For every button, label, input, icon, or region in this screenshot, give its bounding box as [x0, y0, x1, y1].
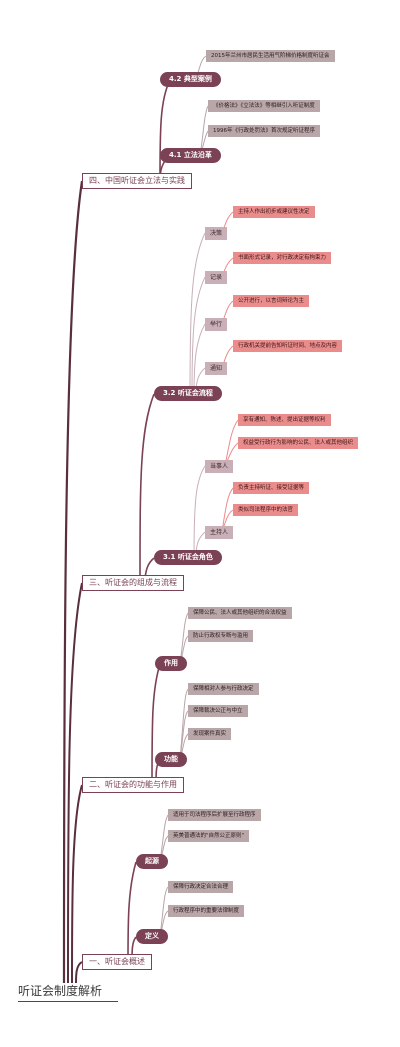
section-3[interactable]: 三、听证会的组成与流程: [82, 575, 184, 591]
leaf-fairness[interactable]: 保障裁决公正与中立: [188, 705, 248, 717]
sub-origin[interactable]: 起源: [136, 854, 168, 869]
link-s1-qiyuan: [127, 861, 137, 963]
cat-host[interactable]: 主持人: [205, 526, 234, 539]
leaf-natural-justice[interactable]: 英美普通法的"自然公正原则": [168, 830, 250, 842]
sub-4-2[interactable]: 4.2 典型案例: [160, 72, 221, 87]
leaf-host-duty[interactable]: 负责主持听证、接受证据等: [233, 482, 310, 494]
leaf-find-truth[interactable]: 发现案件真实: [188, 728, 232, 740]
link-s32-juxing: [193, 323, 206, 395]
link-s3-s32: [139, 393, 155, 584]
leaf-price-law[interactable]: 《价格法》《立法法》等相继引入听证制度: [208, 100, 320, 112]
leaf-1996-penalty-law[interactable]: 1996年《行政处罚法》首次规定听证程序: [208, 125, 320, 137]
sub-role[interactable]: 作用: [155, 656, 187, 671]
link-s31-dangshiren: [193, 465, 206, 559]
link-root-s4: [62, 180, 84, 984]
cat-notice[interactable]: 通知: [205, 362, 228, 375]
sub-3-2[interactable]: 3.2 听证会流程: [154, 386, 222, 401]
link-dangshiren-l8: [224, 419, 239, 467]
sub-4-1[interactable]: 4.1 立法沿革: [160, 148, 221, 163]
leaf-lanzhou-hearing[interactable]: 2015年兰州市居民生活用气阶梯价格制度听证会: [206, 50, 335, 62]
leaf-public-hearing[interactable]: 公开进行，以言词辩论为主: [233, 295, 310, 307]
leaf-important-system[interactable]: 行政程序中的重要法律制度: [168, 905, 245, 917]
cat-record[interactable]: 记录: [205, 271, 228, 284]
leaf-written-record[interactable]: 书面形式记录，对行政决定有拘束力: [233, 252, 332, 264]
link-root-s2: [71, 784, 83, 984]
link-s32-jilu: [191, 276, 206, 395]
root-topic[interactable]: 听证会制度解析: [18, 980, 118, 1002]
link-s32-juece: [189, 232, 206, 395]
section-4[interactable]: 四、中国听证会立法与实践: [82, 173, 192, 189]
section-1[interactable]: 一、听证会概述: [82, 954, 152, 970]
leaf-affected-parties[interactable]: 权益受行政行为影响的公民、法人或其他组织: [238, 437, 359, 449]
link-s2-zuoyong: [151, 663, 161, 786]
cat-decision[interactable]: 决策: [205, 227, 228, 240]
leaf-protect-rights[interactable]: 保障公民、法人或其他组织的合法权益: [188, 607, 292, 619]
leaf-participation[interactable]: 保障相对人参与行政决定: [188, 683, 259, 695]
leaf-judicial-to-admin[interactable]: 适用于司法程序后扩展至行政程序: [168, 809, 261, 821]
cat-hold[interactable]: 举行: [205, 318, 228, 331]
sub-function[interactable]: 功能: [155, 752, 187, 767]
leaf-party-rights[interactable]: 享有通知、陈述、提出证据等权利: [238, 414, 331, 426]
leaf-legal-decision[interactable]: 保障行政决定合法合理: [168, 881, 234, 893]
section-2[interactable]: 二、听证会的功能与作用: [82, 777, 184, 793]
leaf-advance-notice[interactable]: 行政机关提前告知听证时间、地点及内容: [233, 340, 343, 352]
cat-party[interactable]: 当事人: [205, 460, 234, 473]
sub-3-1[interactable]: 3.1 听证会角色: [154, 550, 222, 565]
link-zhuchiren-l10: [221, 487, 234, 533]
leaf-prevent-abuse[interactable]: 防止行政权专断与滥用: [188, 630, 254, 642]
link-root-s3: [67, 582, 83, 984]
leaf-host-decision[interactable]: 主持人作出初步或建议性决定: [233, 206, 315, 218]
link-root-s1: [75, 961, 83, 984]
leaf-judge-analogy[interactable]: 类似司法程序中的法官: [233, 504, 299, 516]
sub-definition[interactable]: 定义: [136, 929, 168, 944]
